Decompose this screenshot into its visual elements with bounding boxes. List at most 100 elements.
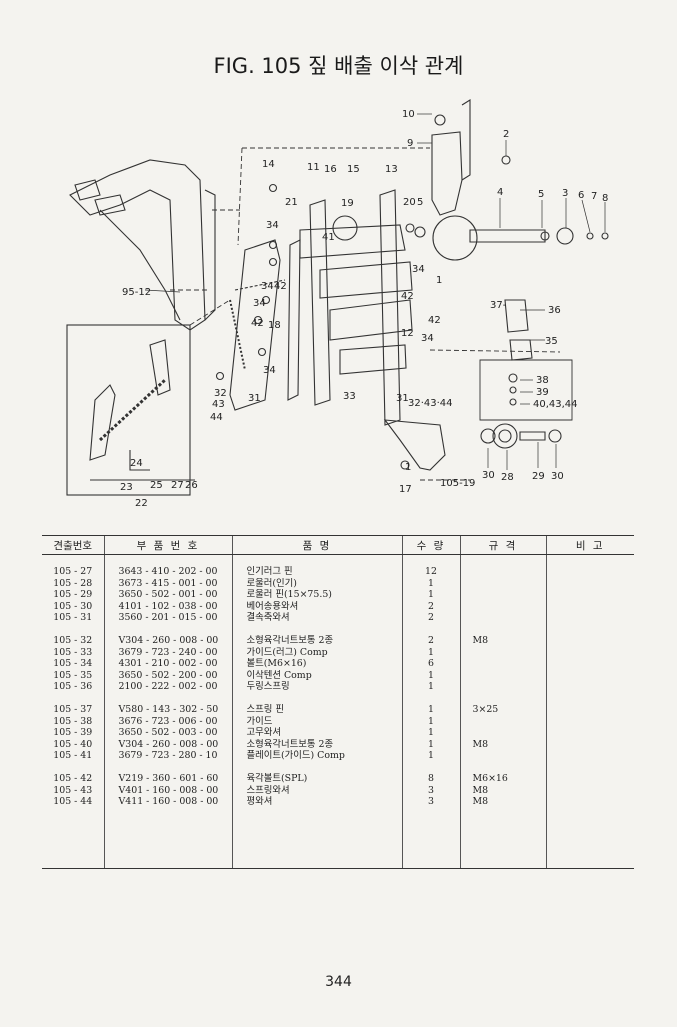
svg-text:8: 8 [602, 193, 608, 204]
name-cell: 스프링와셔 [231, 784, 402, 797]
svg-text:44: 44 [210, 412, 223, 423]
name-cell: 결속축와셔 [231, 612, 402, 624]
spec-cell: M8 [459, 784, 546, 797]
spec-cell: M8 [459, 796, 546, 808]
name-cell: 베어송용와셔 [231, 600, 402, 613]
name-cell: 두링스프링 [231, 681, 402, 693]
svg-text:7: 7 [591, 191, 597, 202]
ref-cell: 105 - 39 [53, 727, 93, 739]
svg-text:32: 32 [214, 388, 227, 399]
ref-cell: 105 - 32 [53, 634, 93, 646]
svg-text:10: 10 [402, 109, 415, 120]
name-cell: 이삭텐션 Comp [231, 669, 402, 682]
ref-cell: 105 - 31 [53, 612, 93, 624]
remark-cell [545, 784, 634, 797]
svg-text:29: 29 [532, 471, 545, 482]
svg-text:42: 42 [274, 281, 287, 292]
svg-text:34: 34 [412, 264, 425, 275]
svg-text:6: 6 [578, 190, 584, 201]
svg-text:41: 41 [322, 232, 335, 243]
part-no-cell: 4101 - 102 - 038 - 00 [103, 600, 232, 613]
ref-cell: 105 - 42 [53, 772, 93, 784]
name-cell: 소형육각너트보통 2종 [231, 738, 402, 751]
part-no-cell: V411 - 160 - 008 - 00 [103, 796, 232, 808]
remark-cell [545, 589, 634, 601]
svg-text:42: 42 [251, 318, 264, 329]
qty-cell: 1 [401, 646, 460, 659]
part-no-cell: 3679 - 723 - 240 - 00 [103, 646, 232, 659]
svg-text:14: 14 [262, 159, 275, 170]
remark-cell [545, 727, 634, 739]
ref-cell: 105 - 28 [53, 577, 93, 589]
col-ref-header: 견출번호 [42, 535, 104, 555]
svg-text:12: 12 [401, 328, 414, 339]
spec-cell [459, 612, 546, 624]
svg-text:11: 11 [307, 162, 320, 173]
page-title: FIG. 105 짚 배출 이삭 관계 [213, 54, 464, 78]
svg-text:22: 22 [135, 498, 148, 509]
ref-cell: 105 - 36 [53, 681, 93, 693]
svg-text:34: 34 [261, 281, 274, 292]
svg-text:24: 24 [130, 458, 143, 469]
remark-cell [545, 703, 634, 716]
remark-cell [545, 750, 634, 762]
svg-text:20: 20 [403, 197, 416, 208]
svg-text:37-: 37- [490, 300, 507, 311]
name-cell: 평와셔 [231, 796, 402, 808]
part-no-cell: 2100 - 222 - 002 - 00 [103, 681, 232, 693]
spec-cell [459, 577, 546, 590]
col-remark-header: 비 고 [545, 535, 634, 555]
col-part-no-header: 부 품 번 호 [103, 535, 232, 555]
ref-cell: 105 - 40 [53, 738, 93, 750]
spec-cell [459, 681, 546, 693]
part-no-cell: V304 - 260 - 008 - 00 [103, 634, 232, 647]
svg-text:3: 3 [562, 188, 568, 199]
svg-text:34: 34 [253, 298, 266, 309]
svg-text:5: 5 [538, 189, 544, 200]
ref-cell: 105 - 37 [53, 703, 93, 715]
svg-text:4: 4 [497, 187, 503, 198]
svg-text:35: 35 [545, 336, 558, 347]
ref-cell: 105 - 33 [53, 646, 93, 658]
name-cell: 육각볼트(SPL) [231, 772, 402, 785]
remark-cell [545, 658, 634, 670]
ref-cell: 105 - 29 [53, 589, 93, 601]
name-cell: 인기러그 핀 [231, 566, 402, 578]
qty-cell: 1 [401, 577, 460, 590]
svg-text:42: 42 [401, 291, 414, 302]
col-name-header: 품 명 [231, 535, 402, 555]
qty-cell: 8 [401, 772, 460, 785]
spec-cell [459, 600, 546, 613]
spec-cell [459, 566, 546, 578]
svg-text:34: 34 [266, 220, 279, 231]
svg-text:19: 19 [341, 198, 354, 209]
remark-cell [545, 577, 634, 590]
ref-cell: 105 - 41 [53, 750, 93, 762]
svg-text:43: 43 [212, 399, 225, 410]
svg-text:95-12: 95-12 [122, 287, 151, 298]
ref-cell: 105 - 38 [53, 715, 93, 727]
part-no-cell: 3650 - 502 - 200 - 00 [103, 669, 232, 682]
svg-text:39: 39 [536, 387, 549, 398]
remark-cell [545, 612, 634, 624]
part-no-cell: 3560 - 201 - 015 - 00 [103, 612, 232, 624]
part-no-cell: 3650 - 502 - 003 - 00 [103, 727, 232, 739]
spec-cell: M6×16 [459, 772, 546, 785]
svg-text:38: 38 [536, 375, 549, 386]
svg-text:13: 13 [385, 164, 398, 175]
qty-cell: 3 [401, 796, 460, 808]
svg-text:33: 33 [343, 391, 356, 402]
part-no-cell: 3679 - 723 - 280 - 10 [103, 750, 232, 762]
part-no-cell: 3676 - 723 - 006 - 00 [103, 715, 232, 728]
